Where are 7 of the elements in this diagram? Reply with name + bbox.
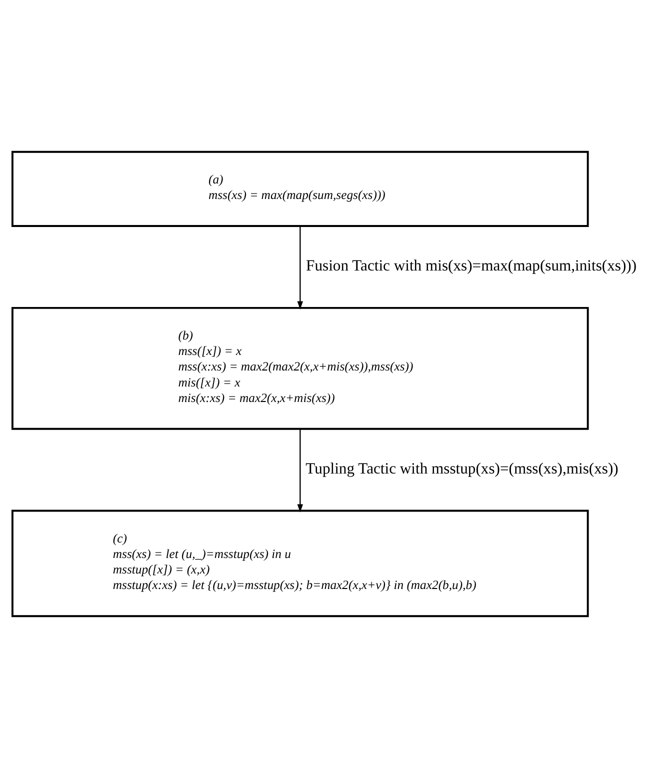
edge-label: Fusion Tactic with mis(xs)=max(map(sum,inits(xs))) [306,257,637,274]
node-box: (b) mss([x]) = x mss(x:xs) = max2(max2(x,x+mis(xs)),mss(xs)) mis([x]) = x mis(x:xs) = max2(x,x+mis(xs)) [11,306,589,430]
node-box: (a) mss(xs) = max(map(sum,segs(xs))) [11,150,589,226]
edge-label: Tupling Tactic with msstup(xs)=(mss(xs),mis(xs)) [306,460,618,478]
node-box: (c) mss(xs) = let (u,_)=msstup(xs) in u msstup([x]) = (x,x) msstup(x:xs) = let {(u,v)=msstup(xs); b=max2(x,x+v)} in (max2(b,u),b) [11,509,589,617]
arrow [297,428,304,512]
arrow [297,226,304,309]
